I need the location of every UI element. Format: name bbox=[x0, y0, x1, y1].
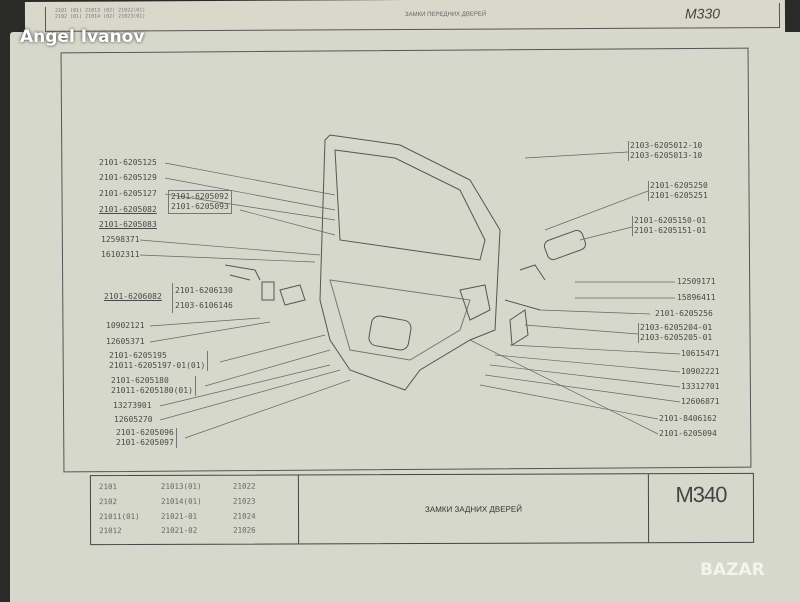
model-code: 21023 bbox=[232, 496, 256, 506]
model-code: 21026 bbox=[233, 525, 256, 535]
page-number: M340 bbox=[675, 481, 727, 508]
part-label: 21011-6205197-01(01) bbox=[109, 361, 206, 370]
part-label: 2103-6106146 bbox=[175, 301, 233, 310]
part-label: 2101-8406162 bbox=[659, 414, 717, 423]
part-label: 2101-6205250 bbox=[650, 181, 708, 190]
part-label: 2103-6205012-10 bbox=[630, 141, 703, 150]
model-code: 21021-02 bbox=[161, 526, 198, 536]
section-title: ЗАМКИ ЗАДНИХ ДВЕРЕЙ bbox=[298, 474, 650, 544]
window-opening bbox=[334, 149, 486, 261]
part-label: 2103-6205204-01 bbox=[640, 323, 713, 332]
part-label: 21011-6205180(01) bbox=[111, 386, 193, 395]
part-label: 2101-6205097 bbox=[116, 438, 174, 447]
part-label: 2101-6205150-01 bbox=[634, 216, 707, 225]
part-label: 2101-6205151-01 bbox=[634, 226, 707, 235]
model-code: 2102 bbox=[98, 496, 118, 506]
model-code: 21012 bbox=[99, 526, 122, 536]
part-label: 2101-6205127 bbox=[99, 189, 157, 198]
part-label: 16102311 bbox=[101, 250, 140, 259]
corner-watermark: BAZAR bbox=[700, 560, 765, 580]
model-code: 2101 bbox=[98, 482, 117, 492]
part-label: 2101-6205096 bbox=[116, 428, 174, 437]
model-code: 21021-01 bbox=[161, 511, 198, 521]
model-code: 21014(01) bbox=[160, 496, 202, 506]
part-label: 2101-6206082 bbox=[104, 292, 162, 301]
part-label: 12605270 bbox=[114, 415, 153, 424]
watermark: Angel Ivanov bbox=[20, 27, 145, 47]
model-code: 21024 bbox=[233, 511, 256, 521]
part-label: 2101-6205195 bbox=[109, 351, 167, 360]
part-label: 2101-6205094 bbox=[659, 429, 717, 438]
part-label: 10902221 bbox=[681, 367, 720, 376]
model-code: 21022 bbox=[232, 481, 256, 491]
part-label: 12509171 bbox=[677, 277, 716, 286]
part-label: 2101-6205083 bbox=[99, 220, 157, 229]
part-label: 2101-6205082 bbox=[99, 205, 157, 214]
part-label: 2101-6205129 bbox=[99, 173, 157, 182]
title-block: 2101 21013(01) 21022 2102 21014(01) 2102… bbox=[89, 472, 755, 546]
part-label: 2101-6206130 bbox=[175, 286, 233, 295]
door-outline bbox=[319, 134, 501, 391]
part-label: 2101-6205125 bbox=[99, 158, 157, 167]
part-label: 15896411 bbox=[677, 293, 716, 302]
part-label: 12605371 bbox=[106, 337, 145, 346]
part-label: 13273901 bbox=[113, 401, 152, 410]
part-label: 2103-6205205-01 bbox=[640, 333, 713, 342]
part-label: 2101-6205251 bbox=[650, 191, 708, 200]
part-label: 2103-6205013-10 bbox=[630, 151, 703, 160]
part-label: 2101-6205092 bbox=[171, 192, 229, 201]
part-label: 2101-6205180 bbox=[111, 376, 169, 385]
part-label: 13312701 bbox=[681, 382, 720, 391]
part-label: 12606871 bbox=[681, 397, 720, 406]
model-list: 2101 21013(01) 21022 2102 21014(01) 2102… bbox=[90, 475, 300, 545]
part-label: 2101-6205093 bbox=[171, 202, 229, 211]
part-label: 10615471 bbox=[681, 349, 720, 358]
model-code: 21011(01) bbox=[99, 511, 140, 521]
catalog-page bbox=[10, 32, 800, 602]
part-label: 2101-6205256 bbox=[655, 309, 713, 318]
part-label: 12598371 bbox=[101, 235, 140, 244]
model-code: 21013(01) bbox=[160, 481, 202, 491]
part-label: 10902121 bbox=[106, 321, 145, 330]
part-label-group: 2101-6206130 2103-6106146 bbox=[172, 283, 233, 313]
